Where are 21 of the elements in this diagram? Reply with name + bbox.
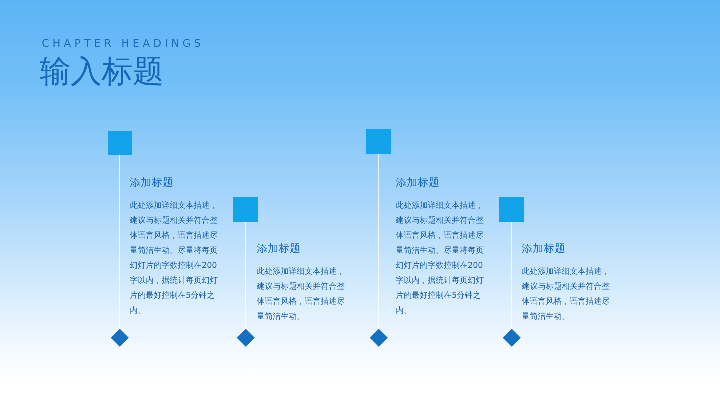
chapter-subtitle: CHAPTER HEADINGS <box>42 38 204 51</box>
diamond-marker <box>111 329 129 347</box>
connector-line <box>245 222 246 330</box>
diamond-marker <box>370 329 388 347</box>
item-description: 此处添加详细文本描述，建议与标题相关并符合整体语言风格，语言描述尽量简洁生动。 <box>257 266 346 323</box>
item-heading: 添加标题 <box>522 242 566 256</box>
item-description: 此处添加详细文本描述，建议与标题相关并符合整体语言风格，语言描述尽量简洁生动。 <box>522 266 611 323</box>
square-marker <box>499 197 524 222</box>
item-heading: 添加标题 <box>257 242 301 256</box>
diamond-marker <box>502 329 520 347</box>
diamond-marker <box>236 329 254 347</box>
square-marker <box>366 129 391 154</box>
square-marker <box>108 131 132 155</box>
slide-title: 输入标题 <box>40 53 164 91</box>
item-heading: 添加标题 <box>130 176 174 190</box>
connector-line <box>378 154 379 330</box>
item-description: 此处添加详细文本描述，建议与标题相关并符合整体语言风格，语言描述尽量简洁生动。尽量将每页幻灯片的字数控制在200字以内，据统计每页幻灯片的最好控制在5分钟之内。 <box>130 200 219 317</box>
item-heading: 添加标题 <box>396 176 440 190</box>
item-description: 此处添加详细文本描述，建议与标题相关并符合整体语言风格，语言描述尽量简洁生动。尽量将每页幻灯片的字数控制在200字以内，据统计每页幻灯片的最好控制在5分钟之内。 <box>396 200 485 317</box>
connector-line <box>511 222 512 330</box>
square-marker <box>233 197 258 222</box>
